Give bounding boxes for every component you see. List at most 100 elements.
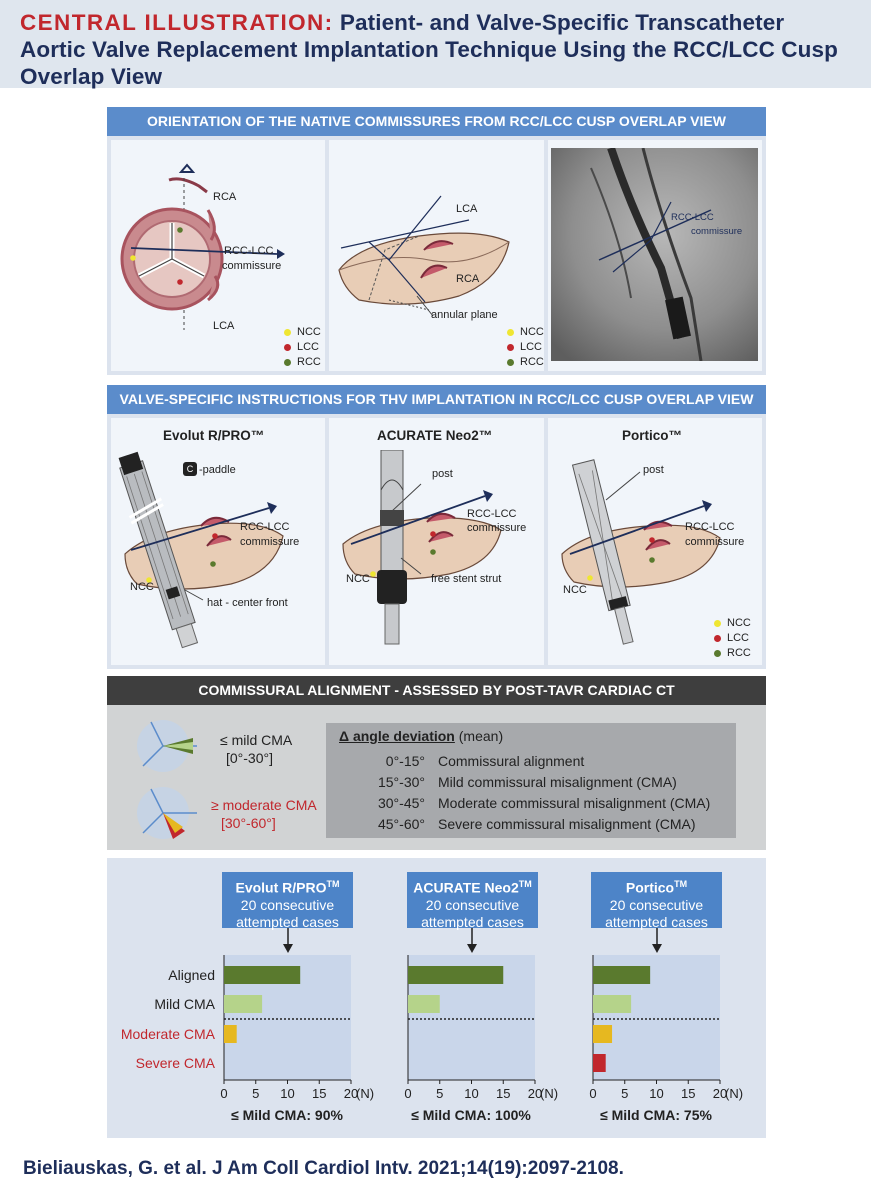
legend2-rcc: RCC — [507, 356, 544, 369]
title-text: Patient- and Valve-Specific Transcathete… — [20, 10, 838, 89]
section-orientation-band: ORIENTATION OF THE NATIVE COMMISSURES FR… — [107, 107, 766, 136]
callout-name: Evolut R/PROTM — [235, 879, 340, 896]
deviation-description: Severe commissural misalignment (CMA) — [438, 816, 696, 832]
evolut-commissure-label-2: commissure — [240, 536, 300, 548]
callout-name: PorticoTM — [625, 879, 688, 896]
legend2-ncc: NCC — [507, 326, 544, 339]
category-label: Severe CMA — [136, 1055, 216, 1071]
callout-arrowhead — [652, 944, 662, 953]
x-tick-label: 20 — [344, 1086, 358, 1101]
category-label: Aligned — [168, 967, 215, 983]
acurate-title: ACURATE Neo2™ — [377, 428, 493, 443]
moderate-cma-label-2: [30°-60°] — [221, 815, 276, 831]
header: CENTRAL ILLUSTRATION: Patient- and Valve… — [0, 0, 871, 90]
panel1-commissure-label-2: commissure — [222, 260, 282, 272]
panel3-commissure-label-1: RCC-LCC — [671, 212, 714, 223]
legend1-ncc: NCC — [284, 326, 321, 339]
panel2-annular-label: annular plane — [431, 309, 498, 321]
callout-line-1: 20 consecutive — [609, 896, 704, 913]
x-tick-label: 20 — [713, 1086, 727, 1101]
angle-deviation-heading: Δ angle deviation (mean) — [339, 728, 504, 744]
x-tick-label: 0 — [589, 1086, 596, 1101]
acurate-commissure-label-2: commissure — [467, 522, 527, 534]
legend3-lcc: LCC — [714, 632, 749, 645]
bar — [224, 995, 263, 1013]
legend1-rcc: RCC — [284, 356, 321, 369]
x-tick-label: 10 — [280, 1086, 294, 1101]
summary-label: ≤ Mild CMA: 100% — [411, 1107, 531, 1123]
portico-post-label: post — [643, 464, 664, 476]
x-tick-label: 15 — [681, 1086, 695, 1101]
panel2-rca-label: RCA — [456, 273, 480, 285]
rcc-dot-icon — [507, 358, 514, 366]
legend3-ncc: NCC — [714, 617, 751, 630]
x-tick-label: 15 — [312, 1086, 326, 1101]
callout-line-2: attempted cases — [421, 913, 524, 930]
annular-plane-diagram — [338, 195, 510, 317]
x-tick-label: 15 — [496, 1086, 510, 1101]
deviation-description: Moderate commissural misalignment (CMA) — [438, 795, 711, 811]
portico-ncc-label: NCC — [563, 584, 587, 596]
section-valve-band: VALVE-SPECIFIC INSTRUCTIONS FOR THV IMPL… — [107, 385, 766, 414]
mild-cma-icon — [137, 720, 197, 772]
mild-cma-label-1: ≤ mild CMA — [220, 732, 293, 748]
lcc-dot-icon — [714, 634, 721, 642]
deviation-description: Commissural alignment — [438, 753, 585, 769]
lcc-dot-icon — [507, 343, 514, 351]
callout-superscript: TM — [326, 879, 340, 889]
bar — [224, 966, 301, 984]
angle-deviation-table — [326, 723, 736, 838]
category-label: Mild CMA — [154, 996, 215, 1012]
bar — [408, 966, 504, 984]
callout-superscript: TM — [674, 879, 688, 889]
x-tick-label: 0 — [220, 1086, 227, 1101]
acurate-valve-diagram — [342, 450, 502, 645]
bar — [593, 1054, 606, 1072]
callout-line-2: attempted cases — [236, 913, 339, 930]
portico-title: Portico™ — [622, 428, 683, 443]
x-unit-label: (N) — [725, 1086, 743, 1101]
category-label: Moderate CMA — [121, 1026, 216, 1042]
acurate-ncc-label: NCC — [346, 573, 370, 585]
ncc-dot-icon — [284, 328, 291, 336]
acurate-strut-label: free stent strut — [431, 573, 502, 585]
deviation-description: Mild commissural misalignment (CMA) — [438, 774, 677, 790]
legend2-lcc: LCC — [507, 341, 542, 354]
x-unit-label: (N) — [540, 1086, 558, 1101]
ncc-dot-icon — [507, 328, 514, 336]
bar — [593, 995, 632, 1013]
page-title: CENTRAL ILLUSTRATION: Patient- and Valve… — [20, 9, 851, 90]
bar — [408, 995, 440, 1013]
x-tick-label: 5 — [436, 1086, 443, 1101]
callout-name: ACURATE Neo2TM — [413, 879, 532, 896]
summary-label: ≤ Mild CMA: 90% — [231, 1107, 343, 1123]
evolut-ncc-label: NCC — [130, 581, 154, 593]
x-tick-label: 10 — [649, 1086, 663, 1101]
deviation-range: 15°-30° — [377, 774, 425, 790]
evolut-valve-diagram — [118, 451, 284, 649]
bar — [224, 1025, 237, 1043]
callout-superscript: TM — [518, 879, 532, 889]
legend1-lcc: LCC — [284, 341, 319, 354]
bar — [593, 966, 651, 984]
acurate-commissure-label-1: RCC-LCC — [467, 508, 517, 520]
callout-line-1: 20 consecutive — [425, 896, 520, 913]
panel1-lca-label: LCA — [213, 320, 235, 332]
citation: Bieliauskas, G. et al. J Am Coll Cardiol… — [23, 1158, 624, 1179]
deviation-range: 30°-45° — [377, 795, 425, 811]
evolut-c-icon: C — [183, 462, 197, 476]
x-tick-label: 0 — [404, 1086, 411, 1101]
evolut-paddle-label: -paddle — [199, 464, 236, 476]
mild-cma-label-2: [0°-30°] — [226, 750, 273, 766]
summary-label: ≤ Mild CMA: 75% — [600, 1107, 712, 1123]
evolut-commissure-label-1: RCC-LCC — [240, 521, 290, 533]
callout-arrowhead — [467, 944, 477, 953]
x-tick-label: 5 — [621, 1086, 628, 1101]
acurate-post-label: post — [432, 468, 453, 480]
legend3-rcc: RCC — [714, 647, 751, 660]
x-tick-label: 10 — [464, 1086, 478, 1101]
